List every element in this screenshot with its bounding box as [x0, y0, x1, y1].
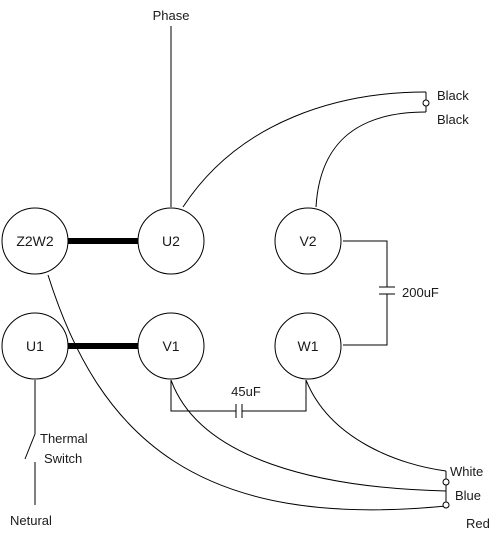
node-u1: U1 [1, 312, 69, 380]
thermal-label: Thermal [40, 431, 88, 446]
node-u2: U2 [137, 207, 205, 275]
node-w1: W1 [274, 312, 342, 380]
cap45-wire-left [170, 380, 236, 412]
node-w1-label: W1 [298, 338, 319, 354]
white-label: White [450, 464, 483, 479]
cap200-label: 200uF [402, 285, 439, 300]
black-bottom-label: Black [437, 112, 469, 127]
blue-label: Blue [455, 488, 481, 503]
switch-label: Switch [44, 451, 82, 466]
thermal-switch-blade [24, 433, 36, 460]
cap200-wire-top [343, 240, 388, 287]
black-top-label: Black [437, 88, 469, 103]
cap200-wire-bottom [343, 294, 388, 346]
node-z2w2: Z2W2 [1, 207, 69, 275]
black-wire-u2 [182, 91, 427, 208]
cap45-wire-right [242, 380, 307, 412]
node-v2-label: V2 [299, 233, 316, 249]
black-terminal [422, 99, 430, 107]
node-u2-label: U2 [162, 233, 180, 249]
blue-lead-v1 [170, 379, 447, 492]
phase-label: Phase [153, 8, 190, 23]
cap45-label: 45uF [231, 384, 261, 399]
red-label: Red [466, 516, 490, 531]
blue-red-terminal [442, 501, 450, 509]
white-lead-w1 [305, 379, 447, 472]
node-v1-label: V1 [162, 338, 179, 354]
node-z2w2-label: Z2W2 [16, 233, 54, 249]
red-lead-z2w2 [47, 274, 447, 511]
neutral-label: Netural [10, 513, 52, 528]
black-wire-v2 [315, 111, 427, 208]
node-v1: V1 [137, 312, 205, 380]
white-blue-terminal [442, 478, 450, 486]
node-u1-label: U1 [26, 338, 44, 354]
node-v2: V2 [274, 207, 342, 275]
